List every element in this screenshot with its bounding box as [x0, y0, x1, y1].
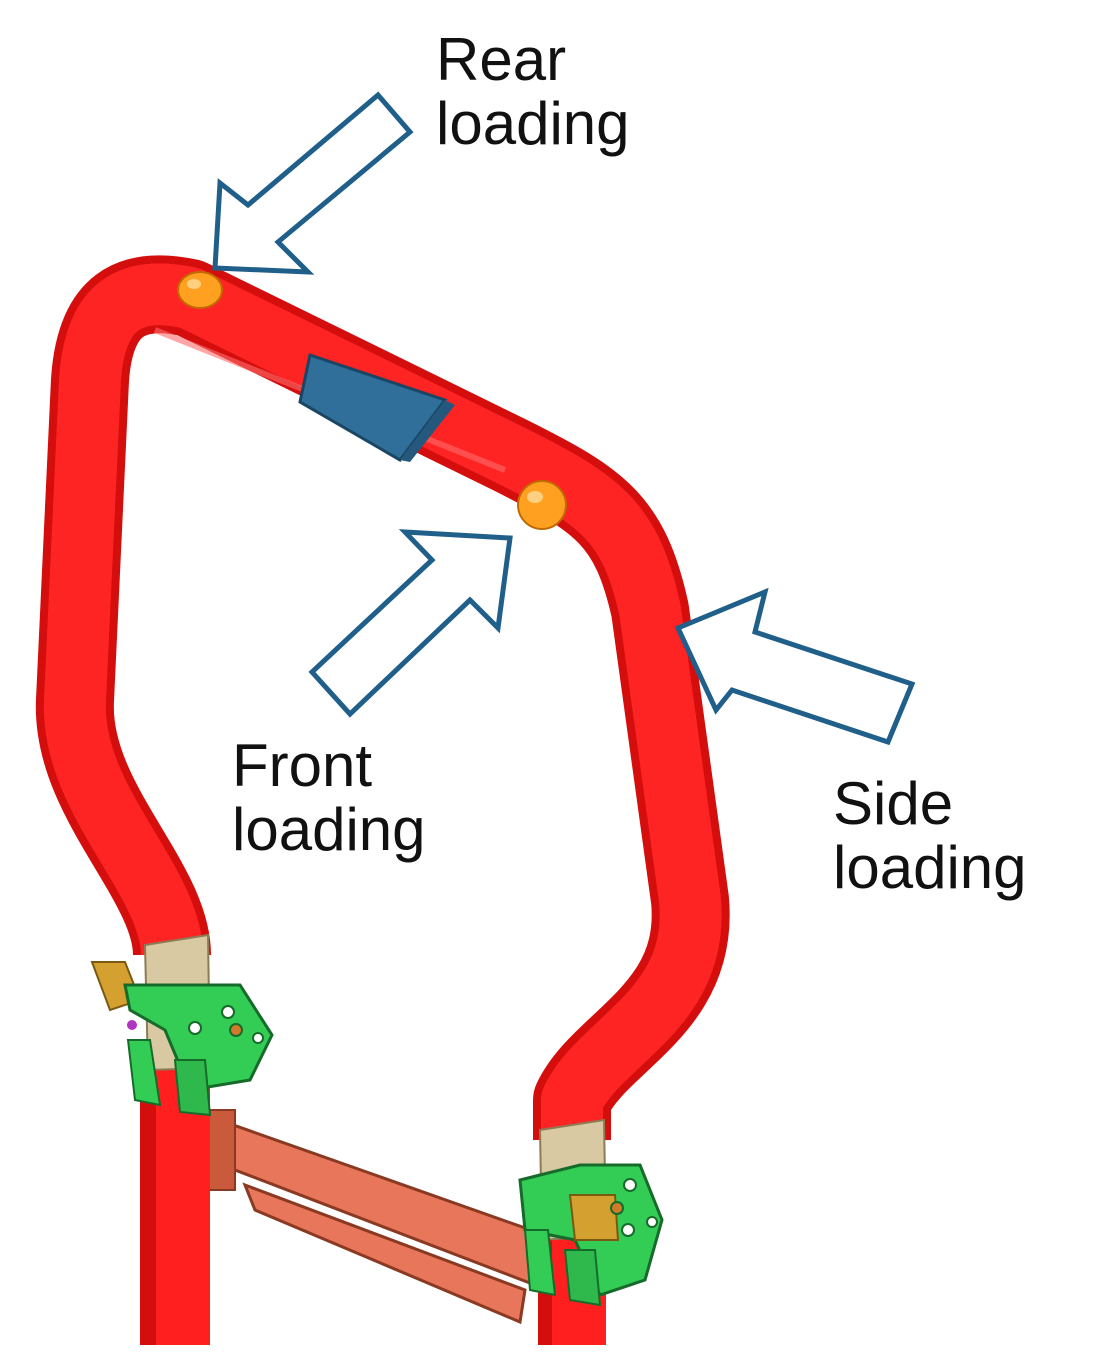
side-loading-arrow	[674, 587, 916, 746]
tube-sleeve	[298, 353, 455, 462]
rear-loading-label-line2: loading	[436, 90, 630, 157]
side-loading-label: Side loading	[833, 772, 1027, 900]
rear-loading-label: Rear loading	[436, 28, 630, 156]
left-leg	[140, 1060, 210, 1345]
side-loading-label-line1: Side	[833, 770, 954, 837]
load-point-front	[517, 480, 567, 530]
rear-loading-label-line1: Rear	[436, 26, 567, 93]
lower-crossbar	[201, 1109, 547, 1325]
rear-loading-arrow	[212, 91, 414, 275]
left-bracket	[90, 961, 274, 1117]
front-loading-label-line2: loading	[232, 796, 426, 863]
front-loading-label-line1: Front	[232, 732, 373, 799]
load-point-rear	[177, 271, 223, 309]
front-loading-arrow	[308, 529, 513, 718]
front-loading-label: Front loading	[232, 734, 426, 862]
right-bracket	[518, 1163, 664, 1307]
side-loading-label-line2: loading	[833, 834, 1027, 901]
